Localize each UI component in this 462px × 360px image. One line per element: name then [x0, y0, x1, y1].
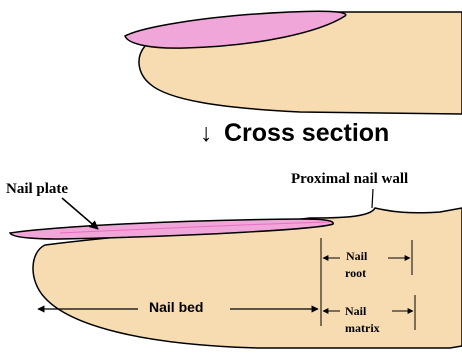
label-nail-root-line2: root	[345, 266, 366, 280]
label-nail-matrix-line2: matrix	[345, 321, 380, 335]
finger-cross-section	[10, 208, 462, 348]
finger-side-view	[125, 11, 462, 114]
cross-section-caption: ↓ Cross section	[200, 119, 389, 147]
caption-text: Cross section	[224, 119, 389, 147]
proximal-nail-wall-pointer	[372, 189, 373, 208]
label-nail-bed: Nail bed	[149, 299, 203, 315]
label-nail-plate: Nail plate	[6, 181, 68, 197]
label-proximal-nail-wall: Proximal nail wall	[291, 171, 408, 187]
nail-plate-pointer	[62, 198, 98, 229]
label-nail-root-line1: Nail	[346, 249, 368, 263]
label-nail-matrix-line1: Nail	[345, 304, 367, 318]
caption-arrow: ↓	[200, 119, 213, 147]
